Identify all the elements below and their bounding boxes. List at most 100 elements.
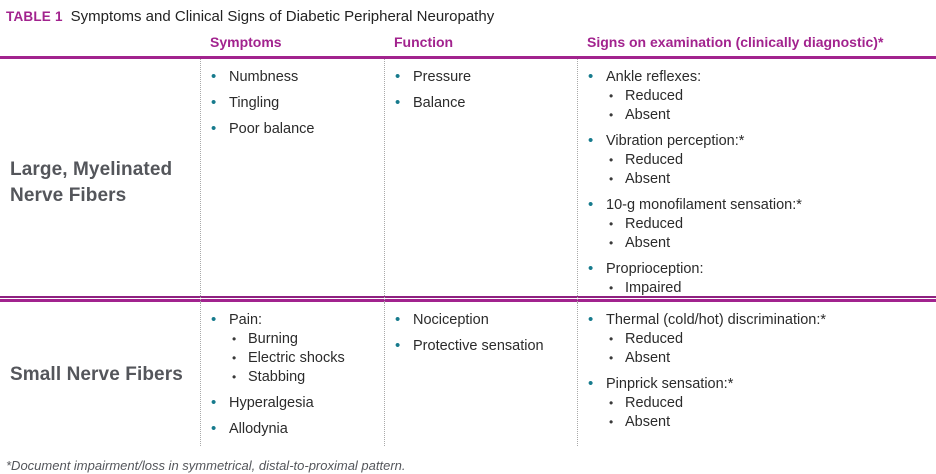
sub-bullet-icon: • — [232, 369, 237, 384]
bullet-item: • Allodynia — [211, 419, 378, 437]
bullet-item: •Ankle reflexes: — [588, 69, 930, 86]
bullet-item: •Tingling — [211, 95, 378, 112]
bullet-item: • Pinprick sensation:* — [588, 374, 930, 392]
sub-bullet-icon: • — [609, 350, 614, 365]
bullet-icon: • — [588, 310, 594, 328]
sub-bullet-text: Reduced — [625, 152, 684, 168]
sub-bullet-text: Absent — [625, 349, 671, 366]
bullet-item: • Nociception — [395, 310, 571, 328]
bullet-text: Protective sensation — [413, 337, 544, 354]
row-divider-thick-line — [0, 299, 936, 302]
bullet-item: • Numbness — [211, 68, 378, 86]
bullet-item: • Protective sensation — [395, 336, 571, 354]
sub-bullet-item: •Absent — [609, 235, 930, 251]
bullet-text: Pressure — [413, 69, 472, 85]
bullet-icon: • — [588, 196, 594, 213]
bullet-icon: • — [395, 94, 401, 111]
sub-bullet-icon: • — [609, 89, 614, 103]
function-cell: • Pressure • Balance — [384, 59, 577, 304]
sub-bullet-icon: • — [232, 350, 237, 365]
sub-bullet-text: Absent — [625, 107, 671, 123]
sub-bullet-icon: • — [609, 108, 614, 122]
row-label-cell: Small Nerve Fibers — [0, 302, 200, 446]
row-label: Large, Myelinated Nerve Fibers — [10, 159, 173, 206]
sub-bullet-text: Burning — [248, 330, 298, 347]
bullet-icon: • — [211, 68, 217, 85]
bullet-text: Thermal (cold/hot) discrimination:* — [606, 311, 826, 328]
bullet-text: Balance — [413, 95, 466, 111]
sub-bullet-item: • Reduced — [609, 88, 930, 104]
bullet-item: • Pain: — [211, 310, 378, 328]
bullet-text: Tingling — [229, 95, 280, 111]
sub-bullet-item: • Absent — [609, 350, 930, 366]
row-label-cell: Large, Myelinated Nerve Fibers — [0, 59, 200, 304]
bullet-text: Allodynia — [229, 420, 288, 437]
sub-bullet-text: Impaired — [625, 280, 682, 296]
bullet-icon: • — [588, 132, 594, 149]
bullet-icon: • — [588, 260, 594, 277]
sub-bullet-icon: • — [609, 217, 614, 231]
column-header-function: Function — [394, 34, 454, 50]
bullet-item: •Hyperalgesia — [211, 393, 378, 411]
sub-bullet-text: Absent — [625, 171, 671, 187]
table-title-text: Symptoms and Clinical Signs of Diabetic … — [70, 8, 495, 25]
sub-bullet-icon: • — [609, 331, 614, 346]
sub-bullet-icon: • — [609, 414, 614, 429]
sub-bullet-item: • Stabbing — [232, 369, 378, 385]
bullet-text: Pinprick sensation:* — [606, 375, 734, 392]
sub-bullet-icon: • — [609, 153, 614, 167]
table-row-small-fibers: Small Nerve Fibers • Pain: • Burning • Electr… — [0, 301, 936, 446]
sub-bullet-item: • Reduced — [609, 395, 930, 411]
bullet-icon: • — [588, 374, 594, 392]
sub-bullet-text: Absent — [625, 235, 671, 251]
sub-bullet-item: • Burning — [232, 331, 378, 347]
symptoms-cell: •Pain:•Burning•Electric shocks•Stabbing•… — [200, 301, 384, 446]
sub-bullet-item: • Reduced — [609, 331, 930, 347]
bullet-text: 10-g monofilament sensation:* — [606, 197, 802, 213]
sub-bullet-item: •Absent — [609, 171, 930, 187]
bullet-text: Poor balance — [229, 121, 315, 137]
footnote: *Document impairment/loss in symmetrical… — [6, 457, 406, 473]
bullet-item: • Pressure — [395, 68, 571, 86]
bullet-icon: • — [395, 336, 401, 354]
sub-bullet-item: • Absent — [609, 414, 930, 430]
bullet-item: • Balance — [395, 94, 571, 112]
bullet-icon: • — [395, 68, 401, 85]
sub-bullet-text: Reduced — [625, 394, 684, 411]
bullet-icon: • — [211, 419, 217, 437]
bullet-text: Proprioception: — [606, 261, 704, 277]
signs-cell: • Thermal (cold/hot) discrimination:* • Red… — [577, 301, 936, 446]
bullet-icon: • — [395, 310, 401, 328]
sub-bullet-icon: • — [232, 331, 237, 346]
sub-bullet-icon: • — [609, 395, 614, 410]
sub-bullet-text: Electric shocks — [248, 349, 345, 366]
bullet-icon: • — [211, 120, 217, 137]
sub-bullet-text: Reduced — [625, 216, 684, 232]
sub-bullet-item: • Reduced — [609, 216, 930, 232]
bullet-icon: • — [211, 393, 217, 411]
sub-bullet-text: Absent — [625, 413, 671, 430]
bullet-text: Numbness — [229, 69, 299, 85]
bullet-icon: • — [211, 310, 217, 328]
sub-bullet-text: Reduced — [625, 330, 684, 347]
row-divider-gap — [0, 297, 936, 299]
bullet-item: • Proprioception: — [588, 260, 930, 278]
table-header-row: Symptoms Function Signs on examination (… — [0, 34, 936, 56]
function-cell: • Nociception • Protective sensation — [384, 301, 577, 446]
sub-bullet-text: Stabbing — [248, 368, 306, 385]
sub-bullet-text: Reduced — [625, 88, 684, 104]
column-header-signs: Signs on examination (clinically diagnos… — [587, 34, 884, 50]
header-rule — [0, 56, 936, 59]
sub-bullet-item: •Impaired — [609, 280, 930, 296]
bullet-text: Pain: — [229, 311, 263, 328]
bullet-text: Nociception — [413, 311, 489, 328]
row-label: Small Nerve Fibers — [10, 363, 183, 385]
bullet-item: • Poor balance — [211, 120, 378, 138]
symptoms-cell: • Numbness •Tingling • Poor balance — [200, 59, 384, 304]
sub-bullet-item: • Electric shocks — [232, 350, 378, 366]
bullet-item: • 10-g monofilament sensation:* — [588, 196, 930, 214]
bullet-text: Ankle reflexes: — [606, 69, 702, 85]
row-divider — [0, 296, 936, 302]
